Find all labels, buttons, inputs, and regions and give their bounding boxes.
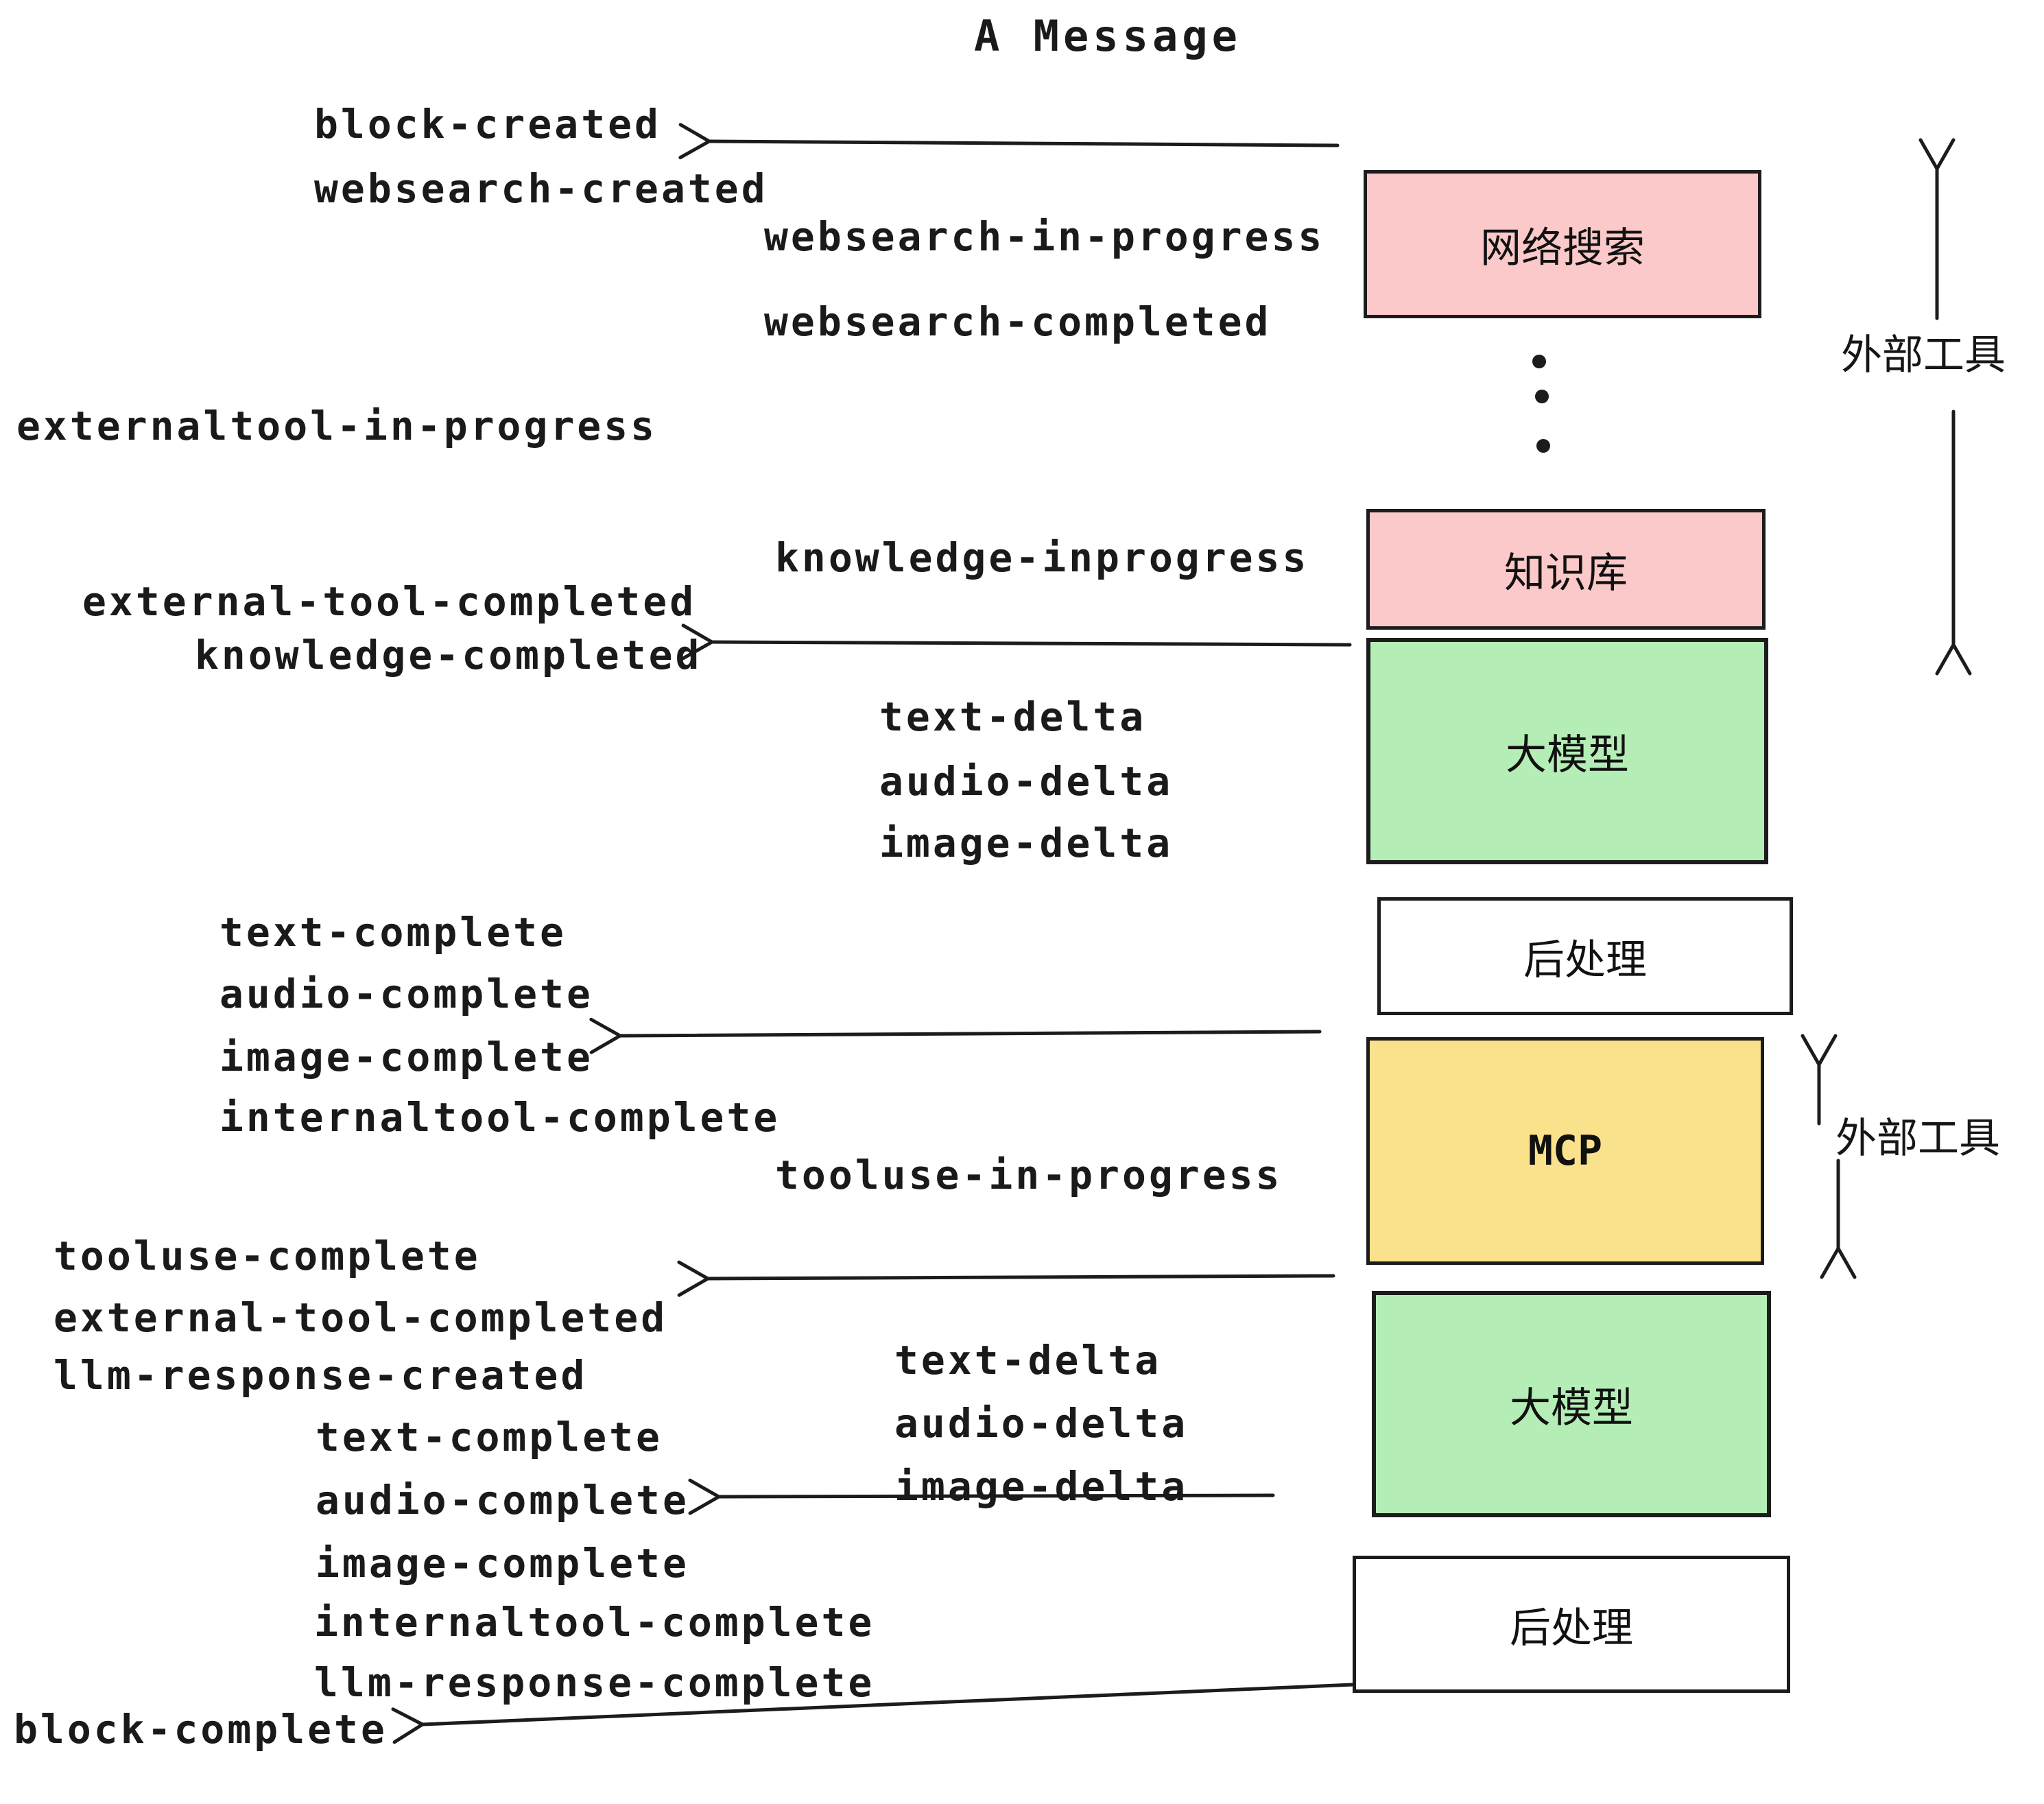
external-tools-label-bottom: 外部工具 [1835, 1115, 2000, 1161]
event-label-text-delta: text-delta [879, 693, 1147, 740]
event-label-audio-complete: audio-complete [316, 1477, 689, 1523]
node-mcp-label: MCP [1528, 1127, 1603, 1175]
event-label-external-tool-completed: external-tool-completed [82, 578, 697, 625]
node-postprocess-2-label: 后处理 [1510, 1604, 1633, 1651]
node-knowledge-base-label: 知识库 [1504, 549, 1628, 596]
ellipsis-dot [1535, 390, 1549, 403]
event-label-text-complete: text-complete [316, 1414, 663, 1460]
event-label-websearch-completed: websearch-completed [764, 298, 1272, 345]
node-postprocess-1: 后处理 [1377, 897, 1793, 1015]
event-label-text-complete: text-complete [219, 909, 567, 956]
ellipsis-dot [1532, 355, 1546, 368]
node-llm-1-label: 大模型 [1506, 731, 1629, 778]
event-label-llm-response-complete: llm-response-complete [314, 1659, 875, 1706]
event-label-audio-complete: audio-complete [219, 971, 593, 1017]
event-label-knowledge-inprogress: knowledge-inprogress [775, 534, 1309, 581]
event-label-image-delta: image-delta [879, 820, 1174, 866]
node-mcp: MCP [1366, 1037, 1764, 1265]
node-postprocess-1-label: 后处理 [1523, 936, 1647, 983]
event-label-block-complete: block-complete [14, 1706, 388, 1753]
node-websearch-label: 网络搜索 [1480, 224, 1645, 271]
event-label-image-complete: image-complete [316, 1540, 689, 1587]
arrow-to-tooluse-complete [677, 1260, 1335, 1297]
event-label-block-created: block-created [314, 101, 661, 147]
event-label-websearch-in-progress: websearch-in-progress [764, 213, 1325, 260]
event-label-external-tool-completed: external-tool-completed [54, 1294, 668, 1341]
node-knowledge-base: 知识库 [1366, 509, 1766, 630]
event-label-image-delta: image-delta [894, 1463, 1189, 1510]
event-label-knowledge-completed: knowledge-completed [195, 632, 702, 678]
event-label-internaltool-complete: internaltool-complete [314, 1599, 875, 1646]
node-llm-1: 大模型 [1366, 638, 1768, 864]
node-postprocess-2: 后处理 [1353, 1556, 1790, 1693]
node-llm-2: 大模型 [1372, 1291, 1771, 1517]
event-label-text-delta: text-delta [894, 1337, 1162, 1384]
arrow-to-block-complete [391, 1683, 1355, 1744]
arrow-to-image-complete [589, 1017, 1322, 1054]
node-llm-2-label: 大模型 [1510, 1384, 1633, 1431]
event-label-image-complete: image-complete [219, 1034, 593, 1080]
event-label-externaltool-in-progress: externaltool-in-progress [16, 403, 658, 449]
event-label-tooluse-in-progress: tooluse-in-progress [775, 1152, 1283, 1198]
event-label-audio-delta: audio-delta [894, 1400, 1189, 1447]
event-label-internaltool-complete: internaltool-complete [219, 1094, 781, 1141]
ellipsis-dot [1536, 439, 1550, 453]
node-websearch: 网络搜索 [1364, 170, 1761, 318]
page-title: A Message [974, 11, 1241, 61]
external-tools-label-top: 外部工具 [1841, 332, 2006, 378]
arrow-to-knowledge-completed [681, 624, 1352, 661]
event-label-tooluse-complete: tooluse-complete [54, 1233, 481, 1279]
event-label-websearch-created: websearch-created [314, 165, 768, 212]
arrow-websearch-to-block-created [678, 123, 1340, 160]
event-label-llm-response-created: llm-response-created [54, 1352, 588, 1399]
event-label-audio-delta: audio-delta [879, 758, 1174, 805]
arrow-to-audio-complete [688, 1478, 1275, 1515]
